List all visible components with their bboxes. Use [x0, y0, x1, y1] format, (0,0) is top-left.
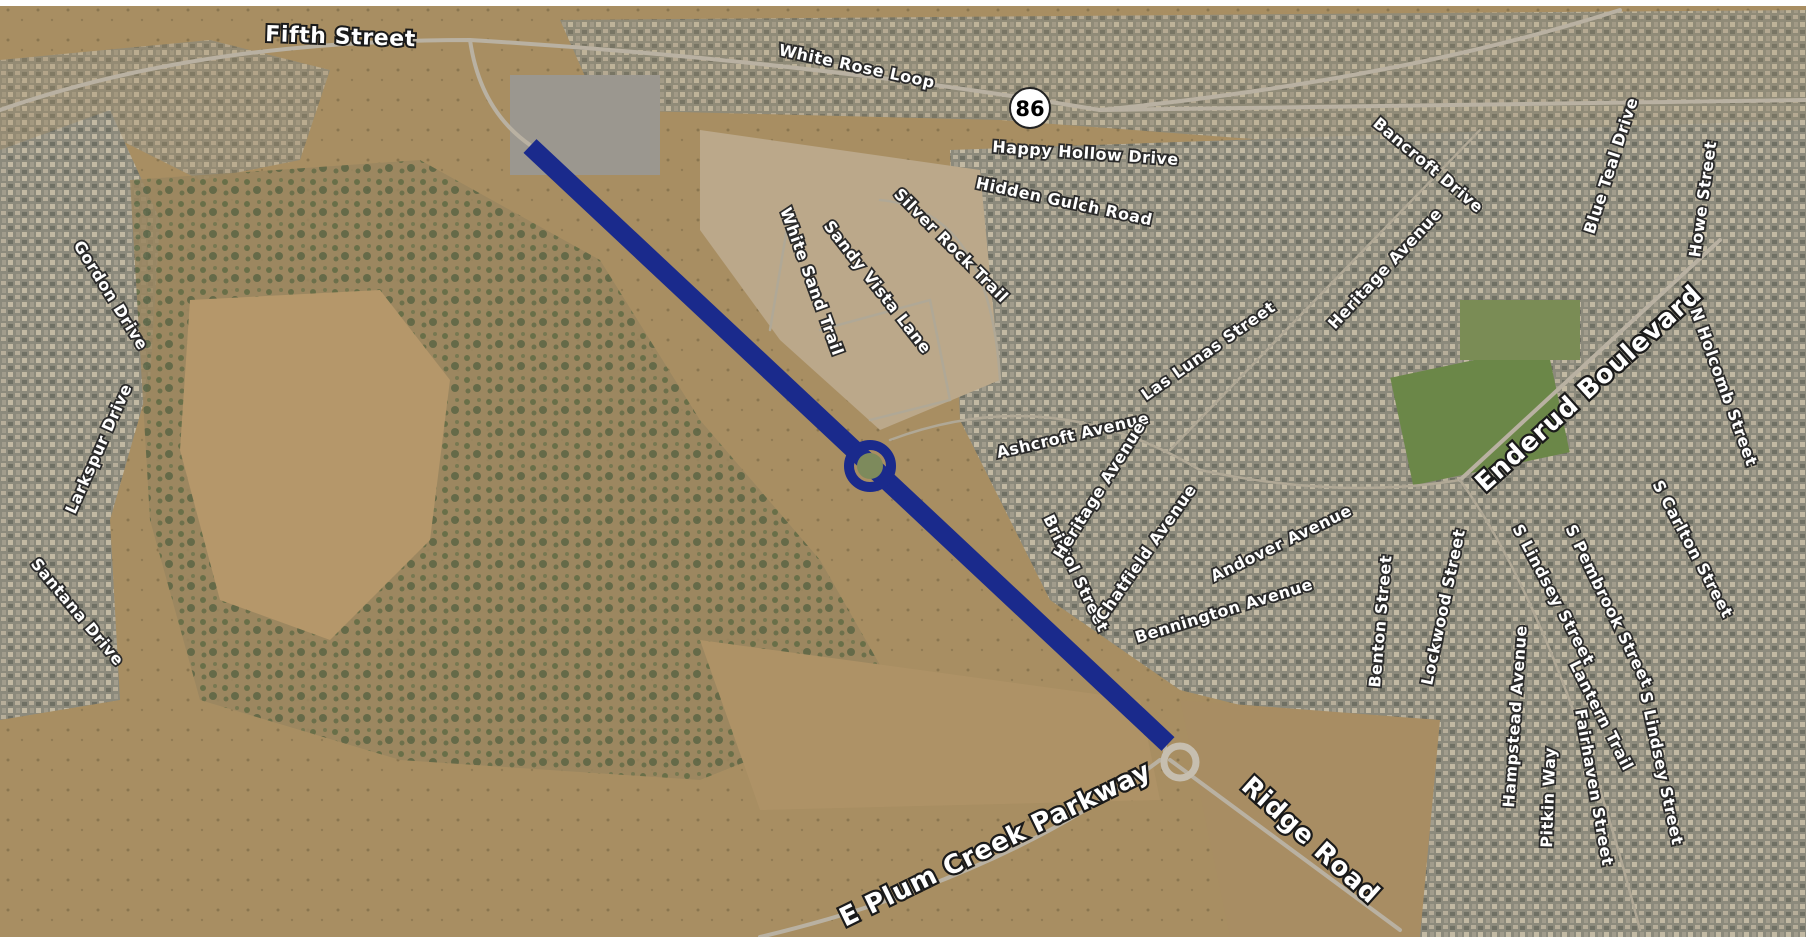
plum-creek-parkway-road — [758, 758, 1162, 937]
ridge-road-road — [1168, 758, 1402, 932]
subdivision-street-2 — [818, 298, 952, 422]
roundabout-south — [1160, 742, 1200, 782]
frame-border-top — [0, 0, 1806, 6]
project-corridor — [523, 139, 1175, 751]
highway-86-road — [468, 38, 532, 147]
west-suburb-area — [0, 110, 160, 720]
highway-86-shield-number: 86 — [1015, 97, 1044, 121]
enderud-boulevard-road — [1458, 238, 1722, 482]
eastern-collector-road — [1458, 478, 1642, 932]
parcel-loop-road — [878, 198, 1002, 382]
park-field — [1390, 344, 1570, 486]
fifth-street-road — [0, 37, 1806, 113]
ashcroft-road — [888, 414, 1462, 490]
dry-meadow — [180, 290, 450, 640]
connector-road — [1098, 8, 1622, 112]
park-field-north — [1460, 300, 1580, 360]
roundabout-north — [844, 440, 896, 492]
east-residential-area — [950, 120, 1806, 937]
highway-86-shield: 86 — [1009, 87, 1051, 129]
subdivision-street-1 — [768, 208, 792, 332]
label-fifth-street: Fifth Street — [265, 22, 417, 52]
northwest-residential-area — [0, 40, 330, 180]
heritage-avenue-road — [1168, 128, 1482, 452]
roundabout-north-center — [857, 453, 883, 479]
development-parcels — [700, 130, 1000, 430]
southeast-open-land — [1180, 700, 1440, 937]
dry-meadow-east — [700, 640, 1160, 810]
label-pitkin-way: Pitkin Way — [1537, 747, 1560, 848]
